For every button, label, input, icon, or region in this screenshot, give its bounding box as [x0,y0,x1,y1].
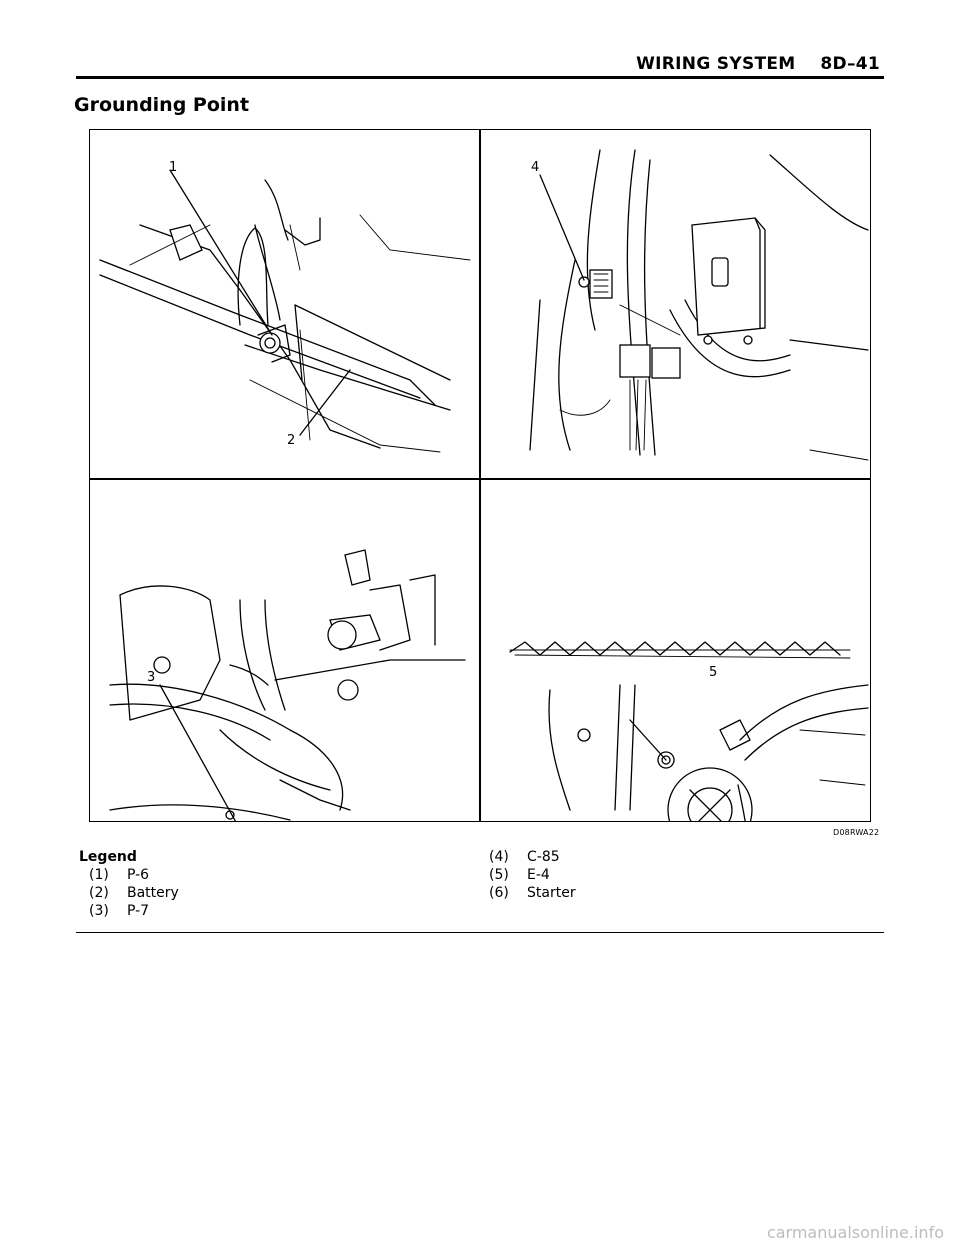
legend-label: Battery [127,885,179,901]
legend-label: C-85 [527,849,560,865]
ground-p7-illustration [109,549,466,821]
legend-number: (1) [89,867,109,883]
callout-5: 5 [709,665,718,680]
legend-label: P-6 [127,867,150,883]
figure-divider-horizontal [90,478,870,480]
grounding-point-figure: 1 2 [89,129,871,822]
legend-left: Legend (1) P-6 (2) Battery (3) P-7 [79,848,179,920]
legend-title: Legend [79,849,137,865]
legend-number: (4) [489,849,509,865]
callout-4: 4 [531,160,540,175]
figure-code: D08RWA22 [833,828,880,837]
panel-c85: 4 [480,130,870,478]
section-title: Grounding Point [74,94,250,116]
legend-item: (2) Battery [79,884,179,902]
legend-label: E-4 [527,867,550,883]
watermark: carmanualsonline.info [766,1223,944,1242]
connector-c85-illustration [529,149,869,461]
figure-divider-vertical [479,130,481,821]
legend-label: Starter [527,885,576,901]
legend-item: (1) P-6 [79,866,179,884]
callout-1: 1 [169,160,178,175]
legend-number: (2) [89,885,109,901]
legend-item: (5) E-4 [487,866,576,884]
legend-item: (3) P-7 [79,902,179,920]
header-title: WIRING SYSTEM 8D–41 [636,54,880,74]
legend-bottom-rule [76,932,884,933]
callout-2: 2 [287,433,296,448]
starter-ground-illustration [509,641,869,821]
legend-number: (5) [489,867,509,883]
battery-ground-illustration [99,169,471,453]
panel-p6-battery: 1 2 [90,130,479,478]
legend-label: P-7 [127,903,150,919]
page-header: WIRING SYSTEM 8D–41 [76,54,884,79]
callout-3: 3 [147,670,156,685]
legend-number: (3) [89,903,109,919]
panel-e4-starter: 5 6 [480,480,870,821]
panel-p7: 3 [90,480,479,821]
legend-number: (6) [489,885,509,901]
legend-right: (4) C-85 (5) E-4 (6) Starter [487,848,576,902]
legend-item: (6) Starter [487,884,576,902]
legend-item: (4) C-85 [487,848,576,866]
